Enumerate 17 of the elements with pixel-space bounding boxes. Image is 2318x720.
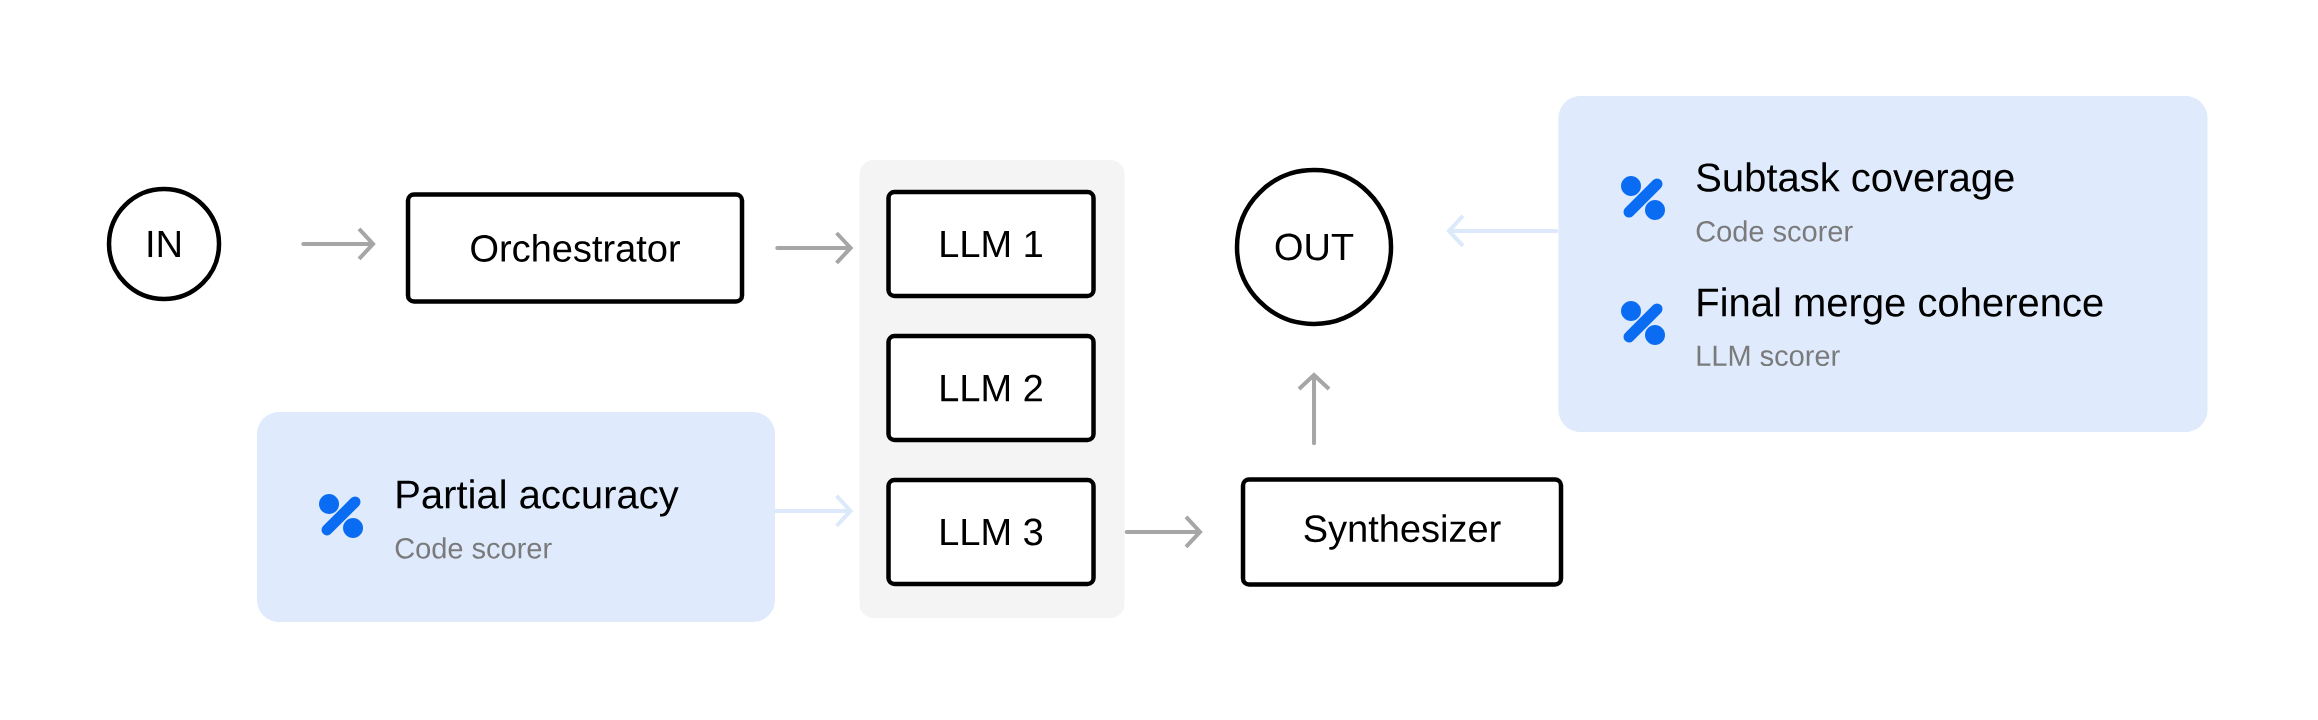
process-box: LLM 1 [886,189,1096,299]
process-box: LLM 3 [886,477,1096,587]
scorer-type: Code scorer [395,537,552,559]
scorer-type: LLM scorer [1697,345,1840,367]
scorer-type: Code scorer [1696,220,1853,242]
arrow [301,227,376,261]
arrow [775,231,854,265]
arrow [1297,372,1331,446]
arrow [773,494,854,528]
process-box: Orchestrator [405,192,745,304]
process-box: LLM 2 [886,333,1096,443]
metric-name: Partial accuracy [397,479,679,517]
arrow [1124,515,1203,549]
metric-name: Final merge coherence [1698,287,2103,325]
arrow [1446,214,1559,248]
metric-name: Subtask coverage [1697,162,2014,200]
process-box: Synthesizer [1240,477,1564,587]
